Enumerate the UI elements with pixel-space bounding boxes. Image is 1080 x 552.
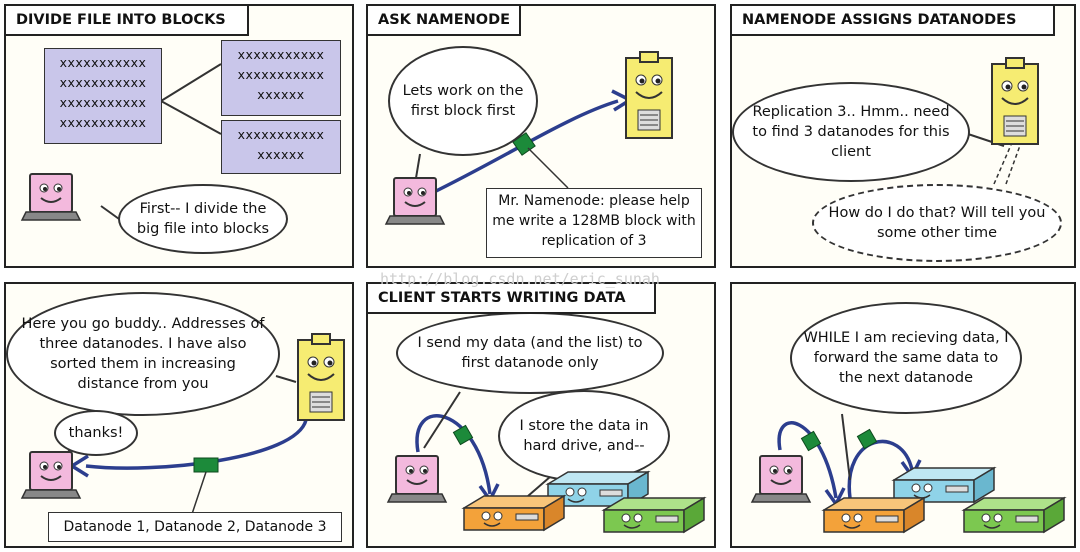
panel-datanode-addresses: Here you go buddy.. Addresses of three d… bbox=[4, 282, 354, 548]
datanode-servers bbox=[821, 466, 1067, 534]
panel-namenode-assigns: NAMENODE ASSIGNS DATANODES Replication 3… bbox=[730, 4, 1076, 268]
speech-bubble: Here you go buddy.. Addresses of three d… bbox=[6, 292, 280, 416]
reply-bubble: thanks! bbox=[54, 410, 138, 456]
panel-2-art bbox=[415, 89, 634, 196]
panel-6-art bbox=[777, 413, 922, 508]
namenode-server-icon bbox=[297, 333, 345, 421]
laptop-icon bbox=[386, 455, 448, 503]
laptop-icon bbox=[20, 451, 82, 499]
datanode-list-box: Datanode 1, Datanode 2, Datanode 3 bbox=[48, 512, 342, 542]
speech-bubble: WHILE I am recieving data, I forward the… bbox=[790, 302, 1022, 414]
request-message-box: Mr. Namenode: please help me write a 128… bbox=[486, 188, 702, 258]
speech-bubble: Replication 3.. Hmm.. need to find 3 dat… bbox=[732, 82, 970, 182]
laptop-icon bbox=[750, 455, 812, 503]
panel-title: DIVIDE FILE INTO BLOCKS bbox=[6, 6, 249, 36]
thought-bubble: How do I do that? Will tell you some oth… bbox=[812, 184, 1062, 262]
panel-title: CLIENT STARTS WRITING DATA bbox=[368, 284, 656, 314]
watermark-text: http://blog.csdn.net/eric_sunah bbox=[380, 270, 660, 288]
panel-forward-data: WHILE I am recieving data, I forward the… bbox=[730, 282, 1076, 548]
datanode-servers bbox=[461, 470, 707, 534]
panel-title: NAMENODE ASSIGNS DATANODES bbox=[732, 6, 1055, 36]
panel-ask-namenode: ASK NAMENODE Lets work on the first bloc… bbox=[366, 4, 716, 268]
speech-bubble: First-- I divide the big file into block… bbox=[118, 184, 288, 254]
laptop-icon bbox=[384, 177, 446, 225]
laptop-icon bbox=[20, 173, 82, 221]
speech-bubble: Lets work on the first block first bbox=[388, 46, 538, 156]
panel-title: ASK NAMENODE bbox=[368, 6, 521, 36]
panel-client-writes: I send my data (and the list) to first d… bbox=[366, 282, 716, 548]
namenode-server-icon bbox=[991, 57, 1039, 145]
datanode-speech-bubble: I store the data in hard drive, and-- bbox=[498, 390, 670, 482]
namenode-server-icon bbox=[625, 51, 673, 139]
